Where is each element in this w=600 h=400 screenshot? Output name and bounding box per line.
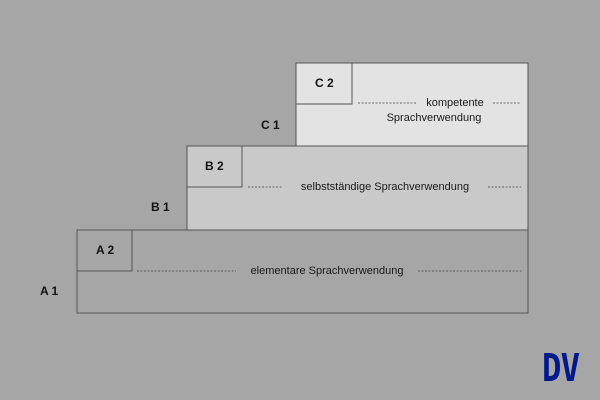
level-label-a2: A 2 (96, 243, 115, 257)
band-elementary (76, 229, 529, 314)
dv-logo: DV (542, 346, 580, 390)
band-independent (186, 145, 529, 231)
level-label-c1: C 1 (261, 118, 280, 132)
level-label-c2: C 2 (315, 76, 334, 90)
band-label-elementary: elementare Sprachverwendung (251, 265, 404, 277)
level-label-b1: B 1 (151, 200, 170, 214)
level-label-b2: B 2 (205, 159, 224, 173)
staircase-outline (76, 62, 528, 313)
band-label-proficient-1: kompetente (426, 97, 483, 109)
band-label-proficient-2: Sprachverwendung (387, 112, 482, 124)
band-label-independent: selbstständige Sprachverwendung (301, 181, 469, 193)
level-label-a1: A 1 (40, 284, 59, 298)
